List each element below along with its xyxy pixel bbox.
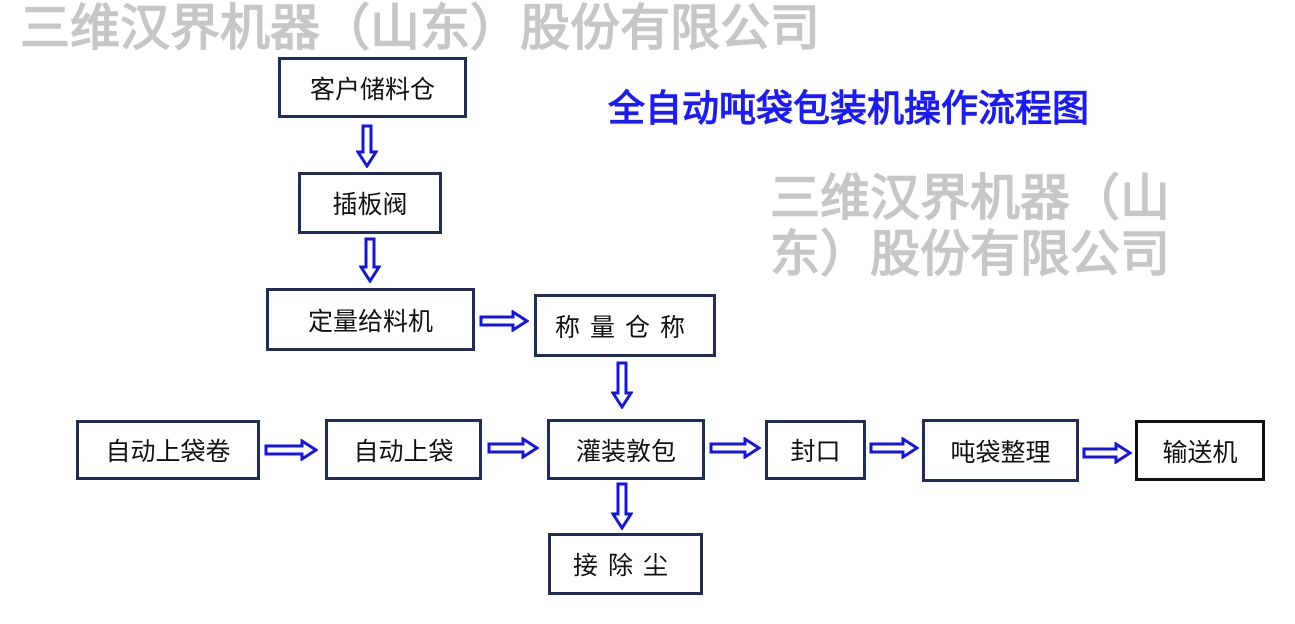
watermark-text: 三维汉界机器（山东）股份有限公司 xyxy=(770,169,1170,283)
node-label: 封口 xyxy=(790,437,841,466)
watermark-text: 三维汉界机器（山东）股份有限公司 xyxy=(20,0,820,57)
node-label: 自动上袋 xyxy=(353,436,454,466)
arrow-right-icon xyxy=(709,437,761,459)
node-label: 客户储料仓 xyxy=(309,74,435,104)
arrow-down-icon xyxy=(611,361,633,409)
arrow-right-icon xyxy=(1082,442,1132,464)
node-label: 输送机 xyxy=(1162,437,1238,467)
node-auto-bag-loader: 自动上袋 xyxy=(325,419,482,480)
node-label: 插板阀 xyxy=(332,190,408,219)
node-conveyor: 输送机 xyxy=(1135,420,1265,481)
node-bag-roll-loader: 自动上袋卷 xyxy=(76,420,260,480)
node-label: 接除尘 xyxy=(572,551,678,580)
arrow-right-icon xyxy=(264,439,318,461)
node-gate-valve: 插板阀 xyxy=(298,172,442,234)
arrow-right-icon xyxy=(479,310,529,332)
arrow-down-icon xyxy=(611,482,633,530)
node-dust-collection: 接除尘 xyxy=(548,533,703,595)
node-bag-arranging: 吨袋整理 xyxy=(922,419,1079,482)
arrow-right-icon xyxy=(487,437,539,459)
arrow-right-icon xyxy=(869,437,919,459)
arrow-down-icon xyxy=(359,237,381,283)
node-label: 吨袋整理 xyxy=(950,437,1051,467)
node-customer-silo: 客户储料仓 xyxy=(278,57,467,118)
node-label: 灌装敦包 xyxy=(575,436,676,466)
node-weighing-bin: 称量仓称 xyxy=(534,294,716,357)
node-dosing-feeder: 定量给料机 xyxy=(266,288,475,351)
node-label: 称量仓称 xyxy=(554,312,695,342)
diagram-title: 全自动吨袋包装机操作流程图 xyxy=(608,87,1089,130)
node-label: 定量给料机 xyxy=(307,306,433,336)
arrow-down-icon xyxy=(356,124,378,168)
node-filling: 灌装敦包 xyxy=(547,419,705,480)
node-sealing: 封口 xyxy=(765,420,866,480)
node-label: 自动上袋卷 xyxy=(105,437,231,466)
